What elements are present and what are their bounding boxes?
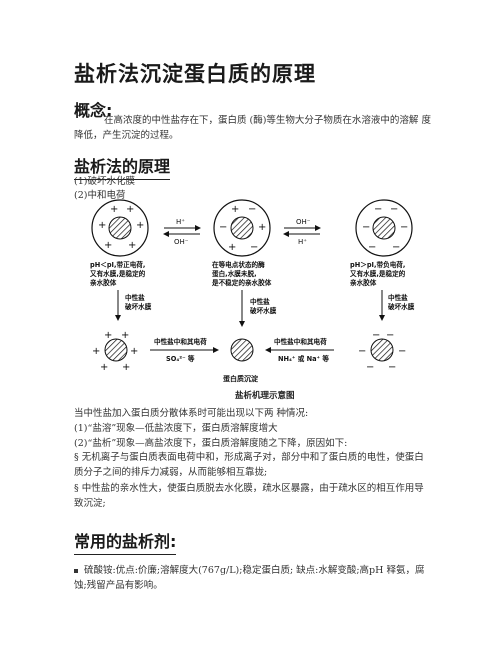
svg-text:+: + [121, 330, 129, 341]
agent-item-text: 硫酸铵:优点:价廉;溶解度大(767g/L);稳定蛋白质; 缺点:水解变酸;高p… [74, 565, 425, 591]
svg-text:−: − [388, 362, 396, 373]
svg-text:+: + [228, 242, 236, 253]
arrow-left-upper-label: H⁺ [176, 218, 185, 226]
explain-reason-2: § 中性盐的亲水性大，使蛋白质脱去水化膜，疏水区暴露，由于疏水区的相互作用导致沉… [74, 483, 424, 509]
principle-heading-underline [74, 178, 171, 180]
svg-text:亲水胶体: 亲水胶体 [90, 278, 117, 287]
principle-heading: 盐析法的原理 [74, 153, 171, 180]
arrow-left-lower-label: OH⁻ [174, 238, 189, 246]
svg-text:破坏水膜: 破坏水膜 [125, 302, 152, 311]
svg-text:中性盐中和其电荷: 中性盐中和其电荷 [154, 337, 207, 346]
svg-text:pH＜pI,带正电荷,: pH＜pI,带正电荷, [90, 260, 145, 269]
svg-text:−: − [362, 222, 370, 233]
neutralize-right: 中性盐中和其电荷 NH₄⁺ 或 Na⁺ 等 [265, 337, 334, 363]
svg-text:蛋白质沉淀: 蛋白质沉淀 [223, 374, 259, 383]
label-right: pH＞pI,带负电荷, 又有水膜,是稳定的 亲水胶体 [350, 260, 406, 287]
svg-text:+: + [92, 346, 100, 357]
svg-text:−: − [219, 222, 227, 233]
concept-text: 在高浓度的中性盐存在下，蛋白质 (酶)等生物大分子物质在水溶液中的溶解 度降低，… [74, 115, 431, 141]
svg-text:+: + [98, 220, 106, 231]
agents-heading-text: 常用的盐析剂: [74, 532, 177, 551]
break-film-left: 中性盐 破坏水膜 [125, 293, 152, 311]
svg-text:破坏水膜: 破坏水膜 [388, 302, 415, 311]
svg-text:+: + [104, 330, 112, 341]
protein-positive-hydrated: ++ ++ ++ [91, 199, 149, 257]
svg-text:+: + [136, 220, 144, 231]
svg-text:−: − [392, 242, 400, 253]
svg-text:又有水膜,是稳定的: 又有水膜,是稳定的 [90, 269, 146, 278]
svg-text:+: + [258, 222, 266, 233]
svg-text:中性盐: 中性盐 [125, 293, 145, 302]
svg-text:又有水膜,是稳定的: 又有水膜,是稳定的 [350, 269, 406, 278]
svg-text:−: − [248, 204, 256, 215]
explain-intro: 当中性盐加入蛋白质分散体系时可能出现以下两 种情况: [74, 408, 309, 419]
diagram-caption: 盐析机理示意图 [235, 391, 295, 401]
concept-heading-text: 概念: [74, 101, 113, 120]
salting-out-diagram: ++ ++ ++ H⁺ OH⁻ +− −+ +− OH⁻ H⁺ [90, 199, 415, 383]
svg-text:+: + [231, 204, 239, 215]
arrow-pair-right: OH⁻ H⁺ [283, 218, 321, 246]
svg-text:pH＞pI,带负电荷,: pH＞pI,带负电荷, [350, 260, 405, 269]
svg-text:破坏水膜: 破坏水膜 [250, 306, 277, 315]
protein-positive-dehydrated: ++ ++ ++ [92, 330, 138, 373]
svg-text:+: + [128, 240, 136, 251]
arrow-pair-left: H⁺ OH⁻ [163, 218, 201, 246]
break-film-center: 中性盐 破坏水膜 [250, 297, 277, 315]
svg-text:在等电点状态的酶: 在等电点状态的酶 [212, 260, 265, 269]
svg-text:−: − [372, 330, 380, 341]
svg-text:−: − [368, 242, 376, 253]
svg-text:亲水胶体: 亲水胶体 [350, 278, 377, 287]
label-left: pH＜pI,带正电荷, 又有水膜,是稳定的 亲水胶体 [90, 260, 146, 287]
page-title: 盐析法沉淀蛋白质的原理 [74, 62, 316, 86]
agent-item-ammonium-sulfate: 硫酸铵:优点:价廉;溶解度大(767g/L);稳定蛋白质; 缺点:水解变酸;高p… [74, 563, 434, 593]
agents-heading: 常用的盐析剂: [74, 528, 177, 555]
svg-text:+: + [110, 204, 118, 215]
svg-text:中性盐中和其电荷: 中性盐中和其电荷 [274, 337, 327, 346]
explain-reason-1: § 无机离子与蛋白质表面电荷中和，形成离子对，部分中和了蛋白质的电性，使蛋白质分… [74, 452, 424, 478]
svg-text:−: − [390, 204, 398, 215]
principle-heading-text: 盐析法的原理 [74, 157, 171, 176]
neutralize-left: 中性盐中和其电荷 SO₄²⁻ 等 [150, 337, 219, 363]
svg-text:NH₄⁺ 或 Na⁺ 等: NH₄⁺ 或 Na⁺ 等 [278, 354, 329, 363]
svg-text:是不稳定的亲水胶体: 是不稳定的亲水胶体 [211, 278, 272, 287]
svg-text:+: + [104, 240, 112, 251]
svg-text:蛋白,水膜未脱,: 蛋白,水膜未脱, [212, 269, 257, 278]
svg-text:−: − [374, 204, 382, 215]
protein-isoelectric-hydrated: +− −+ +− [213, 199, 271, 257]
agents-heading-underline [74, 553, 177, 555]
protein-negative-dehydrated: −− −− −− [358, 330, 406, 373]
svg-text:−: − [250, 242, 258, 253]
svg-text:−: − [398, 346, 406, 357]
protein-negative-hydrated: −− −− −− [355, 199, 413, 257]
svg-text:+: + [130, 346, 138, 357]
concept-heading: 概念: [74, 97, 112, 121]
principle-item-1: (1)破坏水化膜 [74, 176, 135, 187]
explain-case-1: (1)“盐溶”现象—低盐浓度下，蛋白质溶解度增大 [74, 423, 278, 434]
principle-item-2: (2)中和电荷 [74, 190, 126, 201]
protein-precipitate: 蛋白质沉淀 [223, 338, 259, 383]
svg-text:中性盐: 中性盐 [388, 293, 408, 302]
break-film-right: 中性盐 破坏水膜 [388, 293, 415, 311]
bullet-icon [74, 568, 78, 573]
label-center: 在等电点状态的酶 蛋白,水膜未脱, 是不稳定的亲水胶体 [211, 260, 272, 287]
svg-text:中性盐: 中性盐 [250, 297, 270, 306]
svg-text:+: + [122, 362, 130, 373]
explain-case-2: (2)“盐析”现象—高盐浓度下，蛋白质溶解度随之下降，原因如下: [74, 438, 348, 449]
svg-text:+: + [100, 362, 108, 373]
svg-text:−: − [358, 346, 366, 357]
arrow-right-upper-label: OH⁻ [296, 218, 311, 226]
svg-text:−: − [400, 222, 408, 233]
svg-text:−: − [366, 362, 374, 373]
svg-text:−: − [386, 330, 394, 341]
svg-text:SO₄²⁻ 等: SO₄²⁻ 等 [166, 354, 195, 363]
svg-text:+: + [126, 204, 134, 215]
arrow-right-lower-label: H⁺ [298, 238, 307, 246]
